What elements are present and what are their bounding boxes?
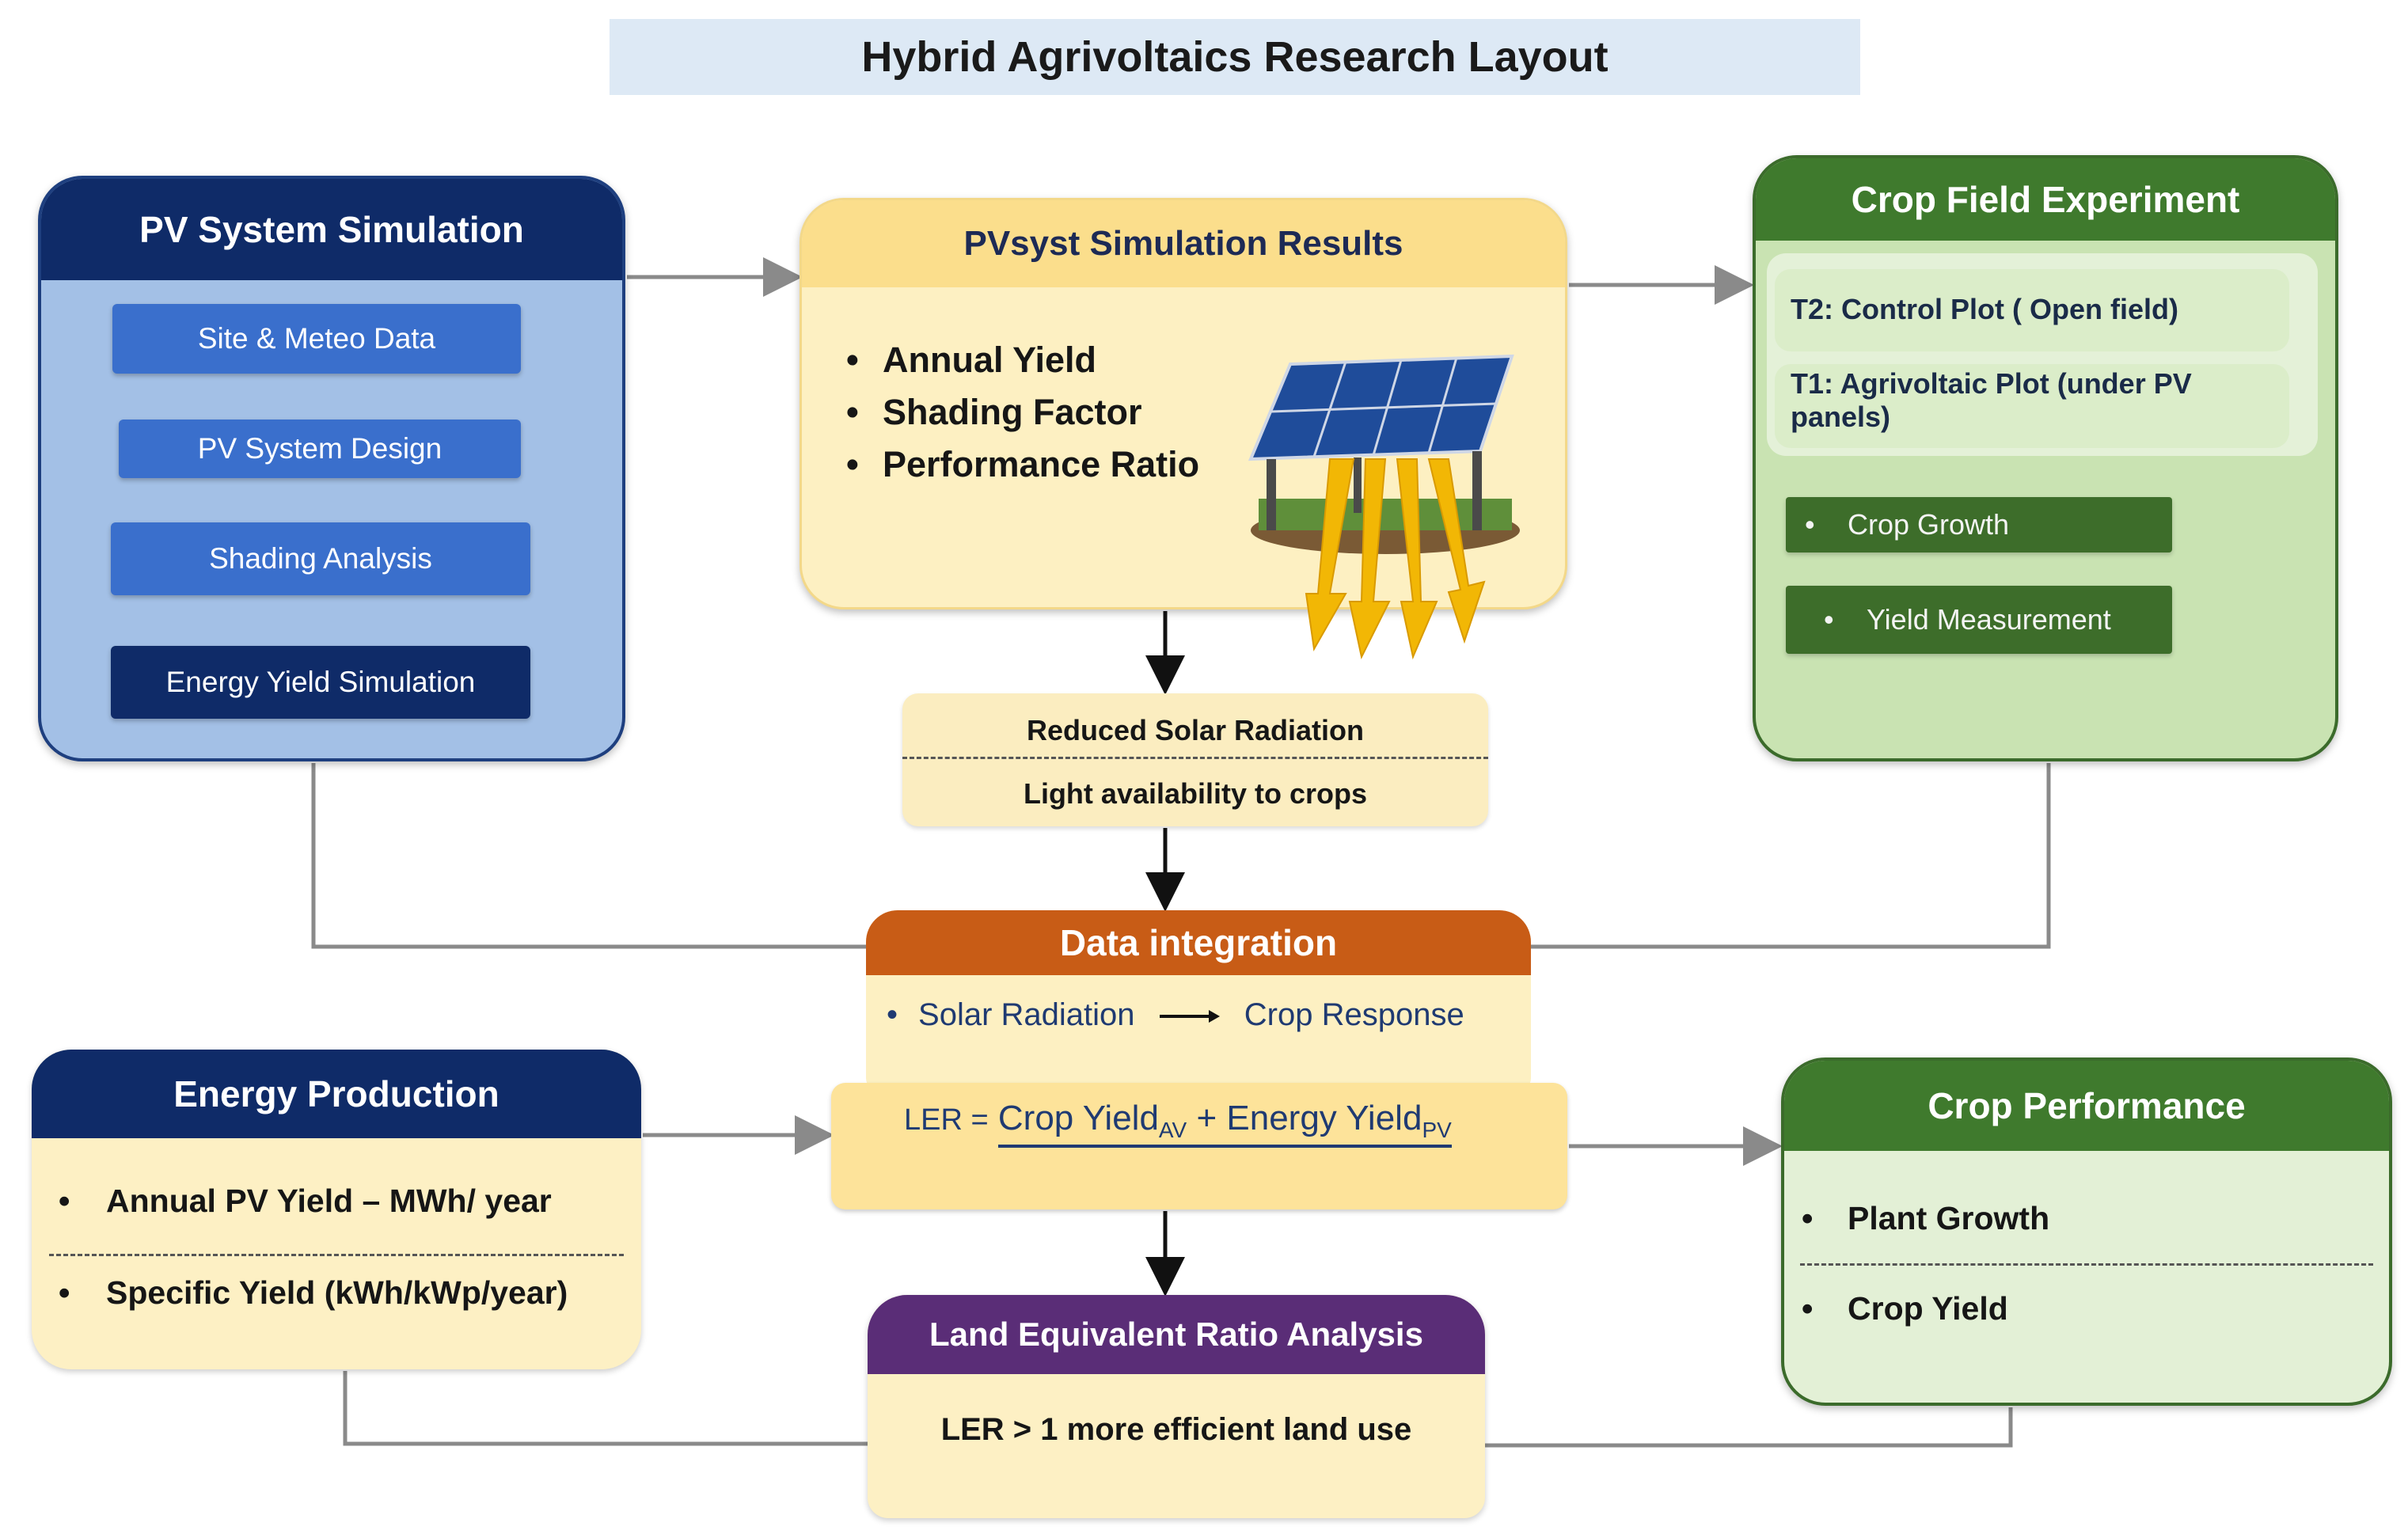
ler-formula-box: LER = Crop YieldAV + Energy YieldPV bbox=[831, 1083, 1567, 1209]
ler-analysis-header: Land Equivalent Ratio Analysis bbox=[868, 1295, 1485, 1374]
crop-performance-item: •Plant Growth bbox=[1802, 1200, 2050, 1236]
crop-performance-header: Crop Performance bbox=[1784, 1061, 2389, 1151]
reduced-divider bbox=[902, 757, 1488, 759]
yield-measurement-measure: •Yield Measurement bbox=[1786, 586, 2172, 654]
crop-performance-divider bbox=[1800, 1263, 2373, 1266]
energy-production-header: Energy Production bbox=[32, 1050, 641, 1138]
cropperf-to-analysis-line bbox=[1485, 1407, 2013, 1448]
step-site-meteo: Site & Meteo Data bbox=[112, 304, 521, 374]
energy-divider bbox=[49, 1254, 624, 1256]
energy-to-analysis-line bbox=[343, 1371, 868, 1446]
step-energy-yield: Energy Yield Simulation bbox=[111, 646, 530, 719]
pvsyst-results-panel: PVsyst Simulation Results •Annual Yield … bbox=[800, 198, 1567, 609]
pvsyst-item: •Shading Factor bbox=[846, 392, 1142, 432]
reduced-solar-radiation: Reduced Solar Radiation bbox=[1026, 714, 1365, 746]
crop-response-label: Crop Response bbox=[1244, 997, 1464, 1032]
data-integration-panel: Data integration •Solar Radiation Crop R… bbox=[866, 910, 1531, 1092]
agrivoltaic-plot: T1: Agrivoltaic Plot (under PV panels) bbox=[1775, 364, 2289, 448]
right-arrow-icon bbox=[1159, 1010, 1220, 1023]
pvsyst-items: •Annual Yield •Shading Factor •Performan… bbox=[846, 340, 1199, 496]
crop-experiment-header: Crop Field Experiment bbox=[1756, 158, 2335, 241]
pvsyst-item: •Annual Yield bbox=[846, 340, 1097, 380]
control-plot: T2: Control Plot ( Open field) bbox=[1775, 269, 2289, 351]
crop-field-experiment-panel: Crop Field Experiment bbox=[1753, 155, 2338, 761]
energy-item: •Annual PV Yield – MWh/ year bbox=[59, 1183, 552, 1219]
crop-to-integration-line bbox=[1531, 763, 2051, 949]
data-integration-header: Data integration bbox=[866, 910, 1531, 975]
diagram-title: Hybrid Agrivoltaics Research Layout bbox=[610, 19, 1860, 95]
pv-to-integration-line bbox=[311, 763, 866, 949]
ler-analysis-panel: Land Equivalent Ratio Analysis LER > 1 m… bbox=[868, 1295, 1485, 1518]
solar-radiation-label: Solar Radiation bbox=[918, 997, 1135, 1032]
step-pv-design: PV System Design bbox=[119, 420, 521, 478]
pv-system-header: PV System Simulation bbox=[41, 179, 622, 280]
pvsyst-item: •Performance Ratio bbox=[846, 444, 1200, 484]
step-shading-analysis: Shading Analysis bbox=[111, 522, 530, 595]
crop-performance-item: •Crop Yield bbox=[1802, 1290, 2008, 1327]
ler-analysis-body: LER > 1 more efficient land use bbox=[940, 1412, 1412, 1447]
reduced-radiation-box: Reduced Solar Radiation Light availabili… bbox=[902, 693, 1488, 826]
energy-item: •Specific Yield (kWh/kWp/year) bbox=[59, 1274, 568, 1311]
crop-performance-panel: Crop Performance •Plant Growth •Crop Yie… bbox=[1781, 1057, 2392, 1406]
crop-growth-measure: •Crop Growth bbox=[1786, 497, 2172, 552]
ler-formula: LER = Crop YieldAV + Energy YieldPV bbox=[904, 1099, 1452, 1148]
solar-panel-illustration bbox=[1248, 354, 1520, 660]
pvsyst-header: PVsyst Simulation Results bbox=[802, 200, 1565, 287]
ler-numerator: Crop YieldAV + Energy YieldPV bbox=[997, 1099, 1452, 1148]
light-availability: Light availability to crops bbox=[1023, 777, 1368, 810]
integration-flow: •Solar Radiation Crop Response bbox=[887, 997, 1464, 1032]
energy-production-panel: Energy Production •Annual PV Yield – MWh… bbox=[32, 1050, 641, 1369]
